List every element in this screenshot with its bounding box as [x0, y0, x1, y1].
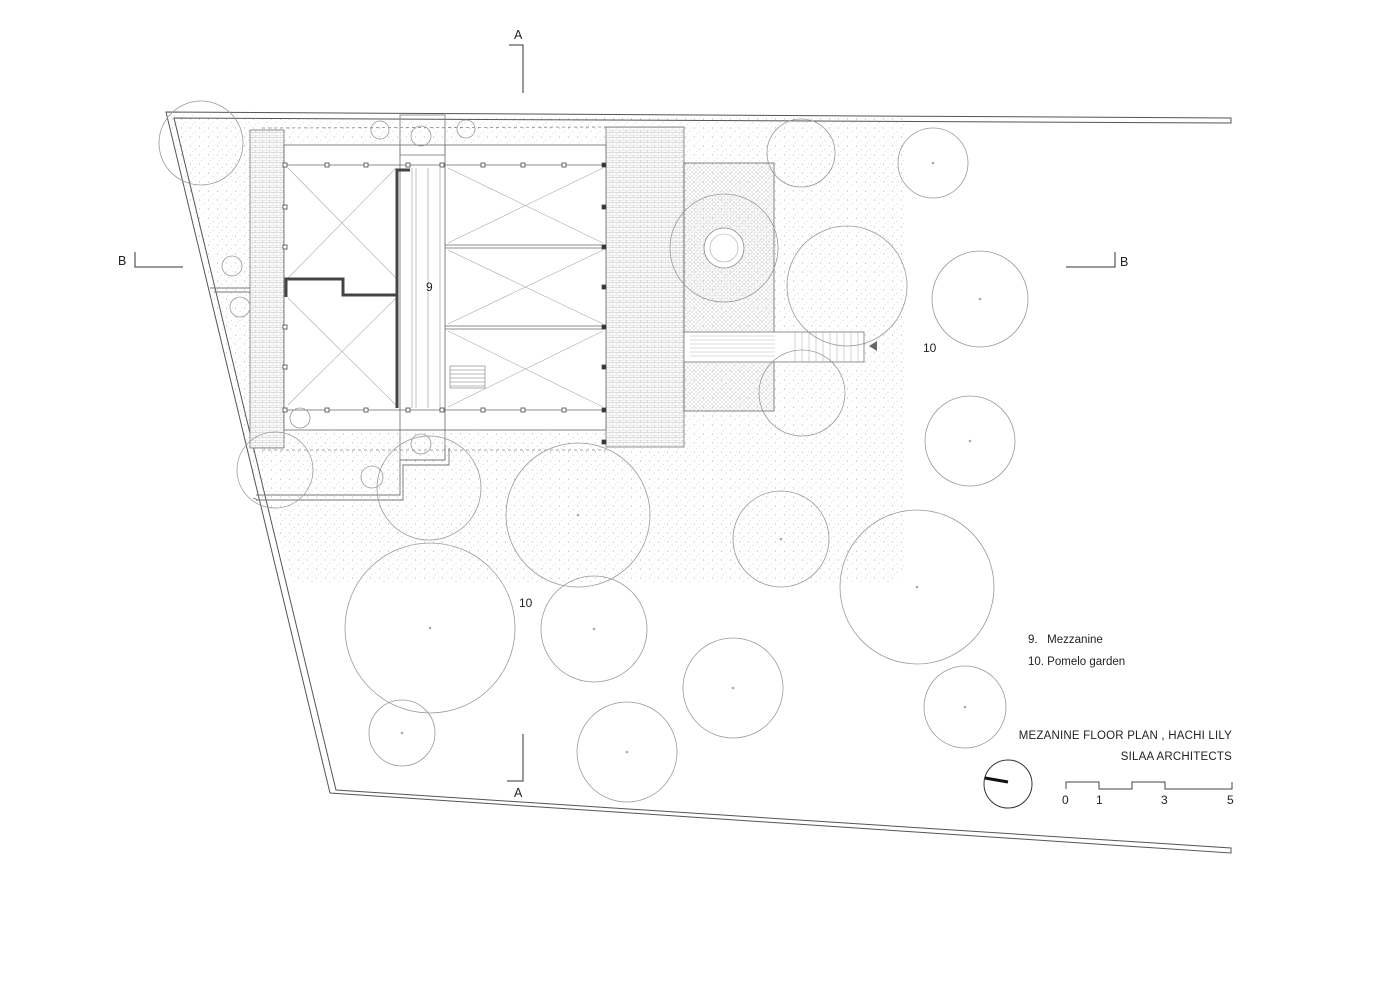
entrance-arrow-icon: [869, 341, 877, 351]
section-mark-b-left: B: [118, 254, 126, 268]
east-brick-wall: [605, 126, 685, 448]
drawing-title: MEZANINE FLOOR PLAN , HACHI LILY: [1019, 730, 1232, 742]
room-number-garden-south: 10: [519, 596, 533, 610]
scale-label-1: 1: [1096, 793, 1103, 807]
scale-label-3: 3: [1161, 793, 1168, 807]
west-brick-wall: [249, 129, 285, 449]
room-number-garden-east: 10: [923, 341, 937, 355]
scale-bar: [1065, 781, 1233, 790]
mezzanine-edge: [284, 168, 410, 408]
site-boundary: [165, 111, 1232, 854]
legend-item-pomelo-garden: 10. Pomelo garden: [1028, 656, 1125, 668]
room-number-mezzanine: 9: [426, 280, 433, 294]
architect-name: SILAA ARCHITECTS: [1121, 751, 1232, 763]
section-mark-a-top: A: [514, 28, 523, 42]
void-markers: [287, 167, 604, 408]
scale-label-5: 5: [1227, 793, 1234, 807]
scale-label-0: 0: [1062, 793, 1069, 807]
section-mark-a-bottom: A: [514, 786, 523, 800]
building-frame: [283, 144, 607, 431]
section-mark-b-right: B: [1120, 255, 1128, 269]
tree-centres: [400, 161, 982, 754]
east-courtyard: [669, 162, 865, 412]
interior-stair: [449, 365, 486, 389]
mezzanine-walkway: [411, 168, 441, 408]
structural-columns: [282, 162, 607, 445]
legend-item-mezzanine: 9. Mezzanine: [1028, 634, 1103, 646]
pomelo-trees: [158, 100, 1029, 803]
section-lines: [134, 44, 1116, 782]
north-arrow-icon: [983, 759, 1033, 809]
